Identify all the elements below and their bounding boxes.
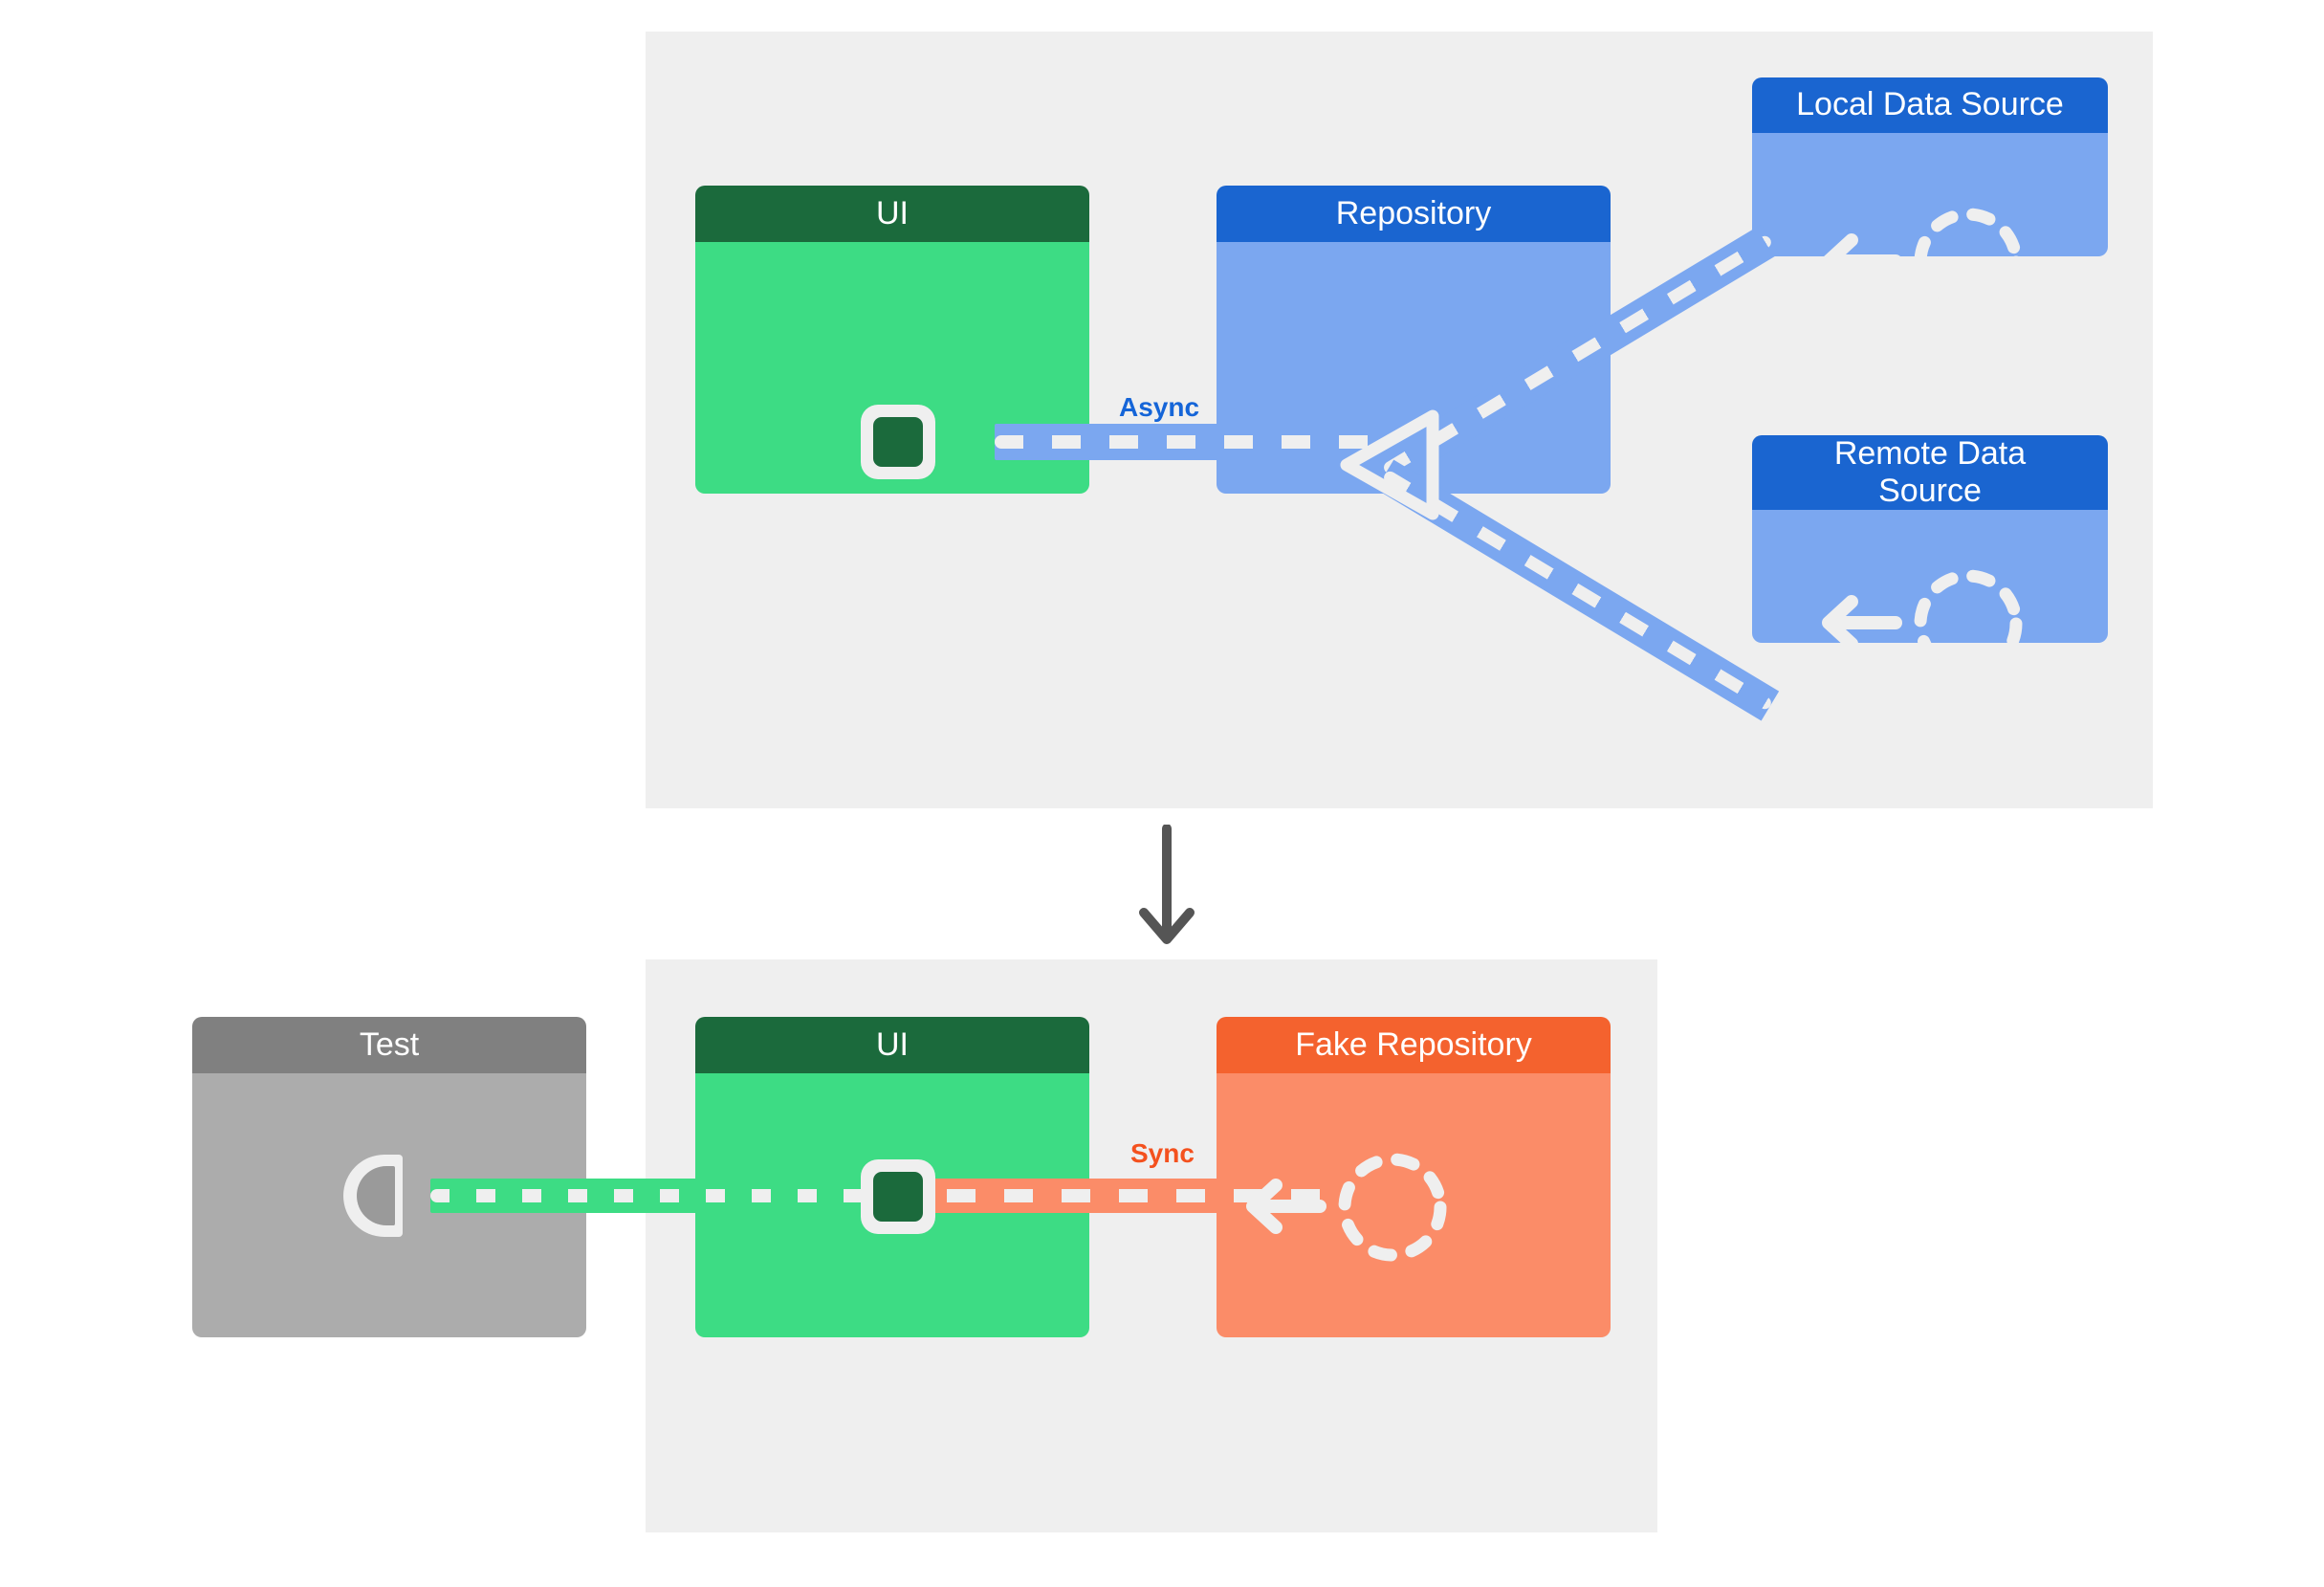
dashed-circle-icon [1338, 1153, 1447, 1262]
arrow-down-icon [1139, 825, 1195, 944]
connector-dashes [889, 1189, 1348, 1202]
connector-test-to-ui [430, 1179, 889, 1213]
card-body-remote-data-source [1752, 510, 2108, 643]
card-remote-data-source[interactable]: Remote Data Source [1752, 435, 2108, 643]
card-title-local-data-source: Local Data Source [1752, 77, 2108, 133]
socket-inner [357, 1166, 395, 1225]
card-body-local-data-source [1752, 133, 2108, 256]
connector-dots [430, 1189, 889, 1202]
d-shaped-socket-test [343, 1155, 403, 1237]
socket-inner [873, 1172, 923, 1222]
arrow-left-icon [1246, 1179, 1326, 1234]
card-title-test: Test [192, 1017, 586, 1073]
square-socket-ui-test [861, 1159, 935, 1234]
card-title-line-2: Source [1878, 473, 1982, 509]
card-title-ui-test: UI [695, 1017, 1089, 1073]
card-title-ui-production: UI [695, 186, 1089, 242]
edge-label-async: Async [1119, 392, 1200, 422]
dashed-circle-icon [1914, 569, 2023, 678]
square-socket-ui-production [861, 405, 935, 479]
connector-dashes [995, 435, 1377, 449]
connector-ui-to-repository [995, 424, 1377, 460]
edge-label-sync: Sync [1130, 1138, 1195, 1168]
dashed-circle-icon [1914, 208, 2023, 317]
merge-triangle-icon [1340, 409, 1439, 520]
card-local-data-source[interactable]: Local Data Source [1752, 77, 2108, 256]
arrow-left-icon [1822, 595, 1902, 650]
card-title-fake-repository: Fake Repository [1217, 1017, 1611, 1073]
arrow-left-icon [1822, 233, 1902, 289]
socket-inner [873, 417, 923, 467]
card-title-line-1: Remote Data [1833, 435, 2027, 472]
card-title-repository: Repository [1217, 186, 1611, 242]
card-title-remote-data-source: Remote Data Source [1752, 435, 2108, 510]
